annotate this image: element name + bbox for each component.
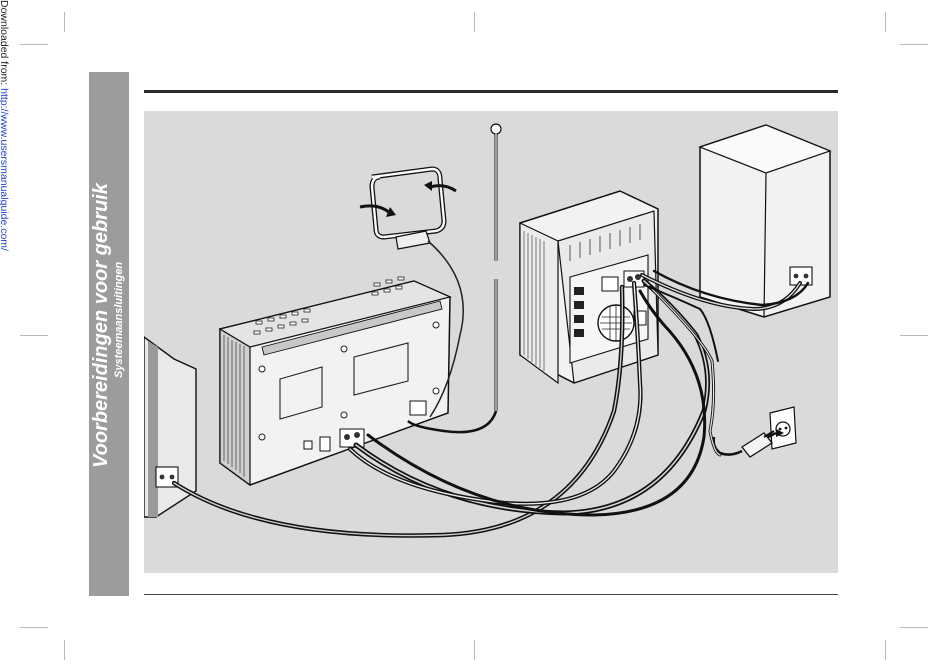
section-tab: Voorbereidingen voor gebruik Systeemaans… xyxy=(89,72,129,596)
system-connection-figure xyxy=(144,111,838,573)
crop-mark xyxy=(885,12,886,32)
crop-mark xyxy=(20,44,48,45)
crop-mark xyxy=(900,627,928,628)
crop-mark xyxy=(900,44,928,45)
section-title: Voorbereidingen voor gebruik xyxy=(89,72,113,468)
header-rule xyxy=(144,90,838,93)
crop-mark xyxy=(20,335,48,336)
footer-rule xyxy=(144,594,838,595)
crop-mark xyxy=(64,640,65,660)
download-source-note: Downloaded from: http://www.usersmanualg… xyxy=(0,0,12,275)
crop-mark xyxy=(900,335,928,336)
main-unit-icon xyxy=(220,277,450,485)
wall-outlet-icon xyxy=(770,407,796,449)
section-subtitle: Systeemaansluitingen xyxy=(113,72,125,468)
download-source-link[interactable]: http://www.usersmanualguide.com/ xyxy=(0,88,10,251)
crop-mark xyxy=(64,12,65,32)
download-source-prefix: Downloaded from: xyxy=(0,0,10,88)
crop-mark xyxy=(885,640,886,660)
crop-mark xyxy=(474,640,475,660)
speaker-right-icon xyxy=(700,125,830,317)
crop-mark xyxy=(474,12,475,32)
crop-mark xyxy=(20,627,48,628)
